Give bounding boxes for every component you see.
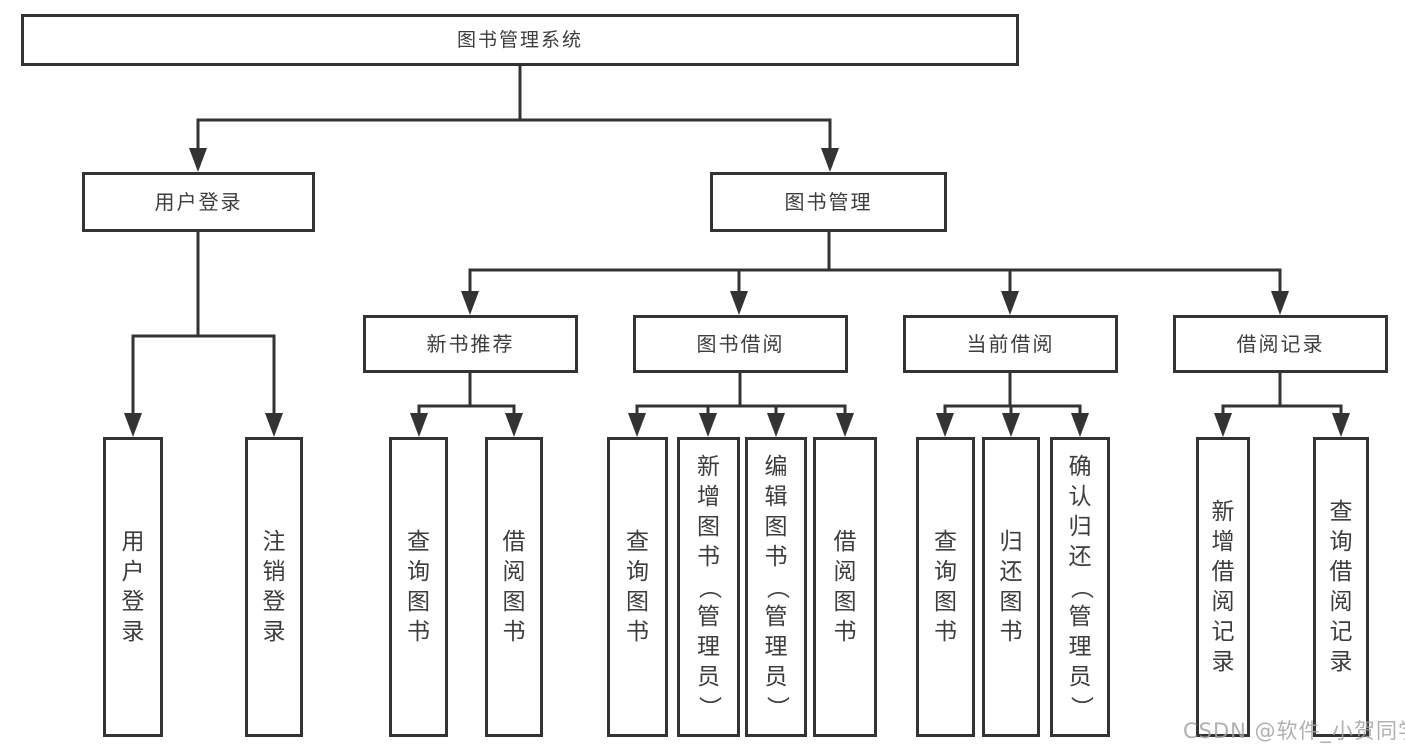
node-book-borrowing-label: 图书借阅 xyxy=(696,332,785,356)
node-user-login: 用户登录 xyxy=(82,172,315,232)
leaf-return-books: 归还图书 xyxy=(982,437,1040,737)
node-borrowing-records: 借阅记录 xyxy=(1173,315,1388,373)
leaf-query-books-current: 查询图书 xyxy=(916,437,975,737)
node-user-login-label: 用户登录 xyxy=(154,190,243,214)
leaf-edit-books-admin: 编辑图书（管理员） xyxy=(745,437,807,737)
leaf-query-books-recommend-label: 查询图书 xyxy=(407,528,430,645)
leaf-logout: 注销登录 xyxy=(245,437,303,737)
leaf-borrow-books-recommend-label: 借阅图书 xyxy=(502,528,526,645)
leaf-add-books-admin: 新增图书（管理员） xyxy=(677,437,740,737)
csdn-watermark: CSDN @软件_小贺同学 xyxy=(1183,719,1405,743)
node-borrowing-records-label: 借阅记录 xyxy=(1236,332,1325,356)
leaf-add-borrow-record-label: 新增借阅记录 xyxy=(1211,498,1235,675)
leaf-borrow-books-label: 借阅图书 xyxy=(833,528,857,645)
leaf-borrow-books: 借阅图书 xyxy=(813,437,877,737)
leaf-query-books-current-label: 查询图书 xyxy=(934,528,957,645)
leaf-logout-label: 注销登录 xyxy=(262,528,286,645)
leaf-confirm-return-admin-label: 确认归还（管理员） xyxy=(1067,453,1094,719)
node-root: 图书管理系统 xyxy=(21,14,1019,66)
leaf-user-login: 用户登录 xyxy=(103,437,163,737)
node-book-management-label: 图书管理 xyxy=(784,190,873,214)
node-new-book-recommend: 新书推荐 xyxy=(363,315,578,373)
leaf-add-books-admin-label: 新增图书（管理员） xyxy=(696,453,722,719)
node-root-label: 图书管理系统 xyxy=(456,28,583,51)
leaf-query-borrow-record-label: 查询借阅记录 xyxy=(1329,498,1353,675)
leaf-confirm-return-admin: 确认归还（管理员） xyxy=(1050,437,1110,737)
leaf-query-books-borrowing: 查询图书 xyxy=(607,437,668,737)
node-book-borrowing: 图书借阅 xyxy=(633,315,848,373)
node-new-book-recommend-label: 新书推荐 xyxy=(426,332,515,356)
leaf-edit-books-admin-label: 编辑图书（管理员） xyxy=(763,453,790,719)
node-current-borrowing-label: 当前借阅 xyxy=(966,332,1055,356)
node-book-management: 图书管理 xyxy=(710,172,947,232)
leaf-borrow-books-recommend: 借阅图书 xyxy=(485,437,543,737)
leaf-add-borrow-record: 新增借阅记录 xyxy=(1196,437,1250,737)
leaf-return-books-label: 归还图书 xyxy=(999,528,1023,645)
leaf-user-login-label: 用户登录 xyxy=(121,528,145,645)
leaf-query-books-recommend: 查询图书 xyxy=(389,437,448,737)
node-current-borrowing: 当前借阅 xyxy=(903,315,1118,373)
leaf-query-borrow-record: 查询借阅记录 xyxy=(1313,437,1369,737)
leaf-query-books-borrowing-label: 查询图书 xyxy=(626,528,649,645)
